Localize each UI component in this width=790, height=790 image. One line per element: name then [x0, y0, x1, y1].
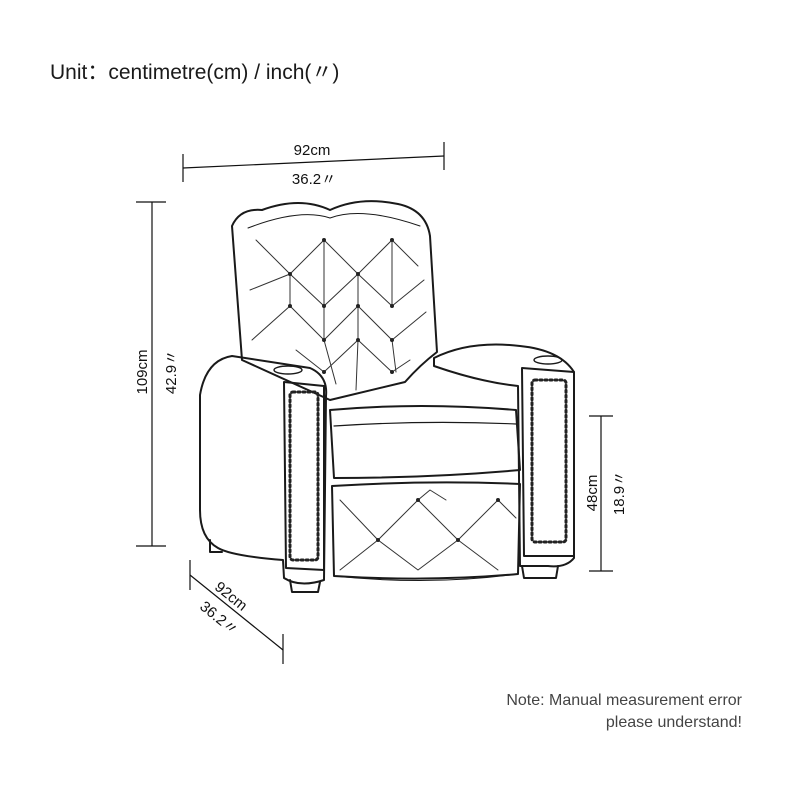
- height-dimension: [136, 201, 166, 547]
- left-cupholder-icon: [273, 365, 303, 375]
- unit-title: Unit：centimetre(cm) / inch(〃): [50, 61, 340, 84]
- seat-height-inch-label: 18.9〃: [611, 471, 628, 515]
- height-cm-label: 109cm: [134, 349, 151, 394]
- left-armrest-front-panel: [283, 381, 325, 571]
- left-armrest-nailhead-trim: [288, 390, 320, 562]
- seat-cushion-welt: [333, 421, 517, 427]
- width-dimension: [182, 142, 445, 182]
- height-inch-label: 42.9〃: [163, 350, 180, 394]
- chair-right-armrest: [433, 343, 575, 568]
- chair-foot-right: [521, 565, 559, 579]
- seat-height-cm-label: 48cm: [584, 475, 601, 512]
- seat-height-dimension: [589, 415, 613, 572]
- width-inch-label: 36.2〃: [292, 171, 336, 188]
- backrest-buttons: [288, 238, 394, 374]
- depth-dimension: [189, 560, 284, 664]
- backrest-tufting: [249, 239, 427, 391]
- chair-left-armrest: [199, 355, 328, 585]
- chair-backrest: [231, 200, 438, 401]
- width-cm-label: 92cm: [294, 142, 331, 159]
- chair-foot-front: [289, 579, 321, 593]
- right-cupholder-icon: [533, 355, 563, 365]
- width-line: [182, 155, 445, 169]
- recliner-chair-illustration: [199, 200, 575, 593]
- chair-backrest-edge: [247, 213, 421, 229]
- note-line-1: Note: Manual measurement error: [506, 692, 742, 709]
- chair-seat-cushion: [329, 405, 521, 479]
- chair-foot-left: [209, 539, 223, 553]
- footrest-tufting: [339, 489, 517, 571]
- footrest-buttons: [376, 498, 500, 542]
- chair-base-shadow: [333, 573, 519, 582]
- depth-line: [189, 574, 284, 651]
- measurement-note: Note: Manual measurement error please un…: [506, 690, 742, 734]
- right-armrest-nailhead-trim: [530, 378, 568, 544]
- right-armrest-front-panel: [521, 367, 575, 557]
- note-line-2: please understand!: [605, 714, 742, 731]
